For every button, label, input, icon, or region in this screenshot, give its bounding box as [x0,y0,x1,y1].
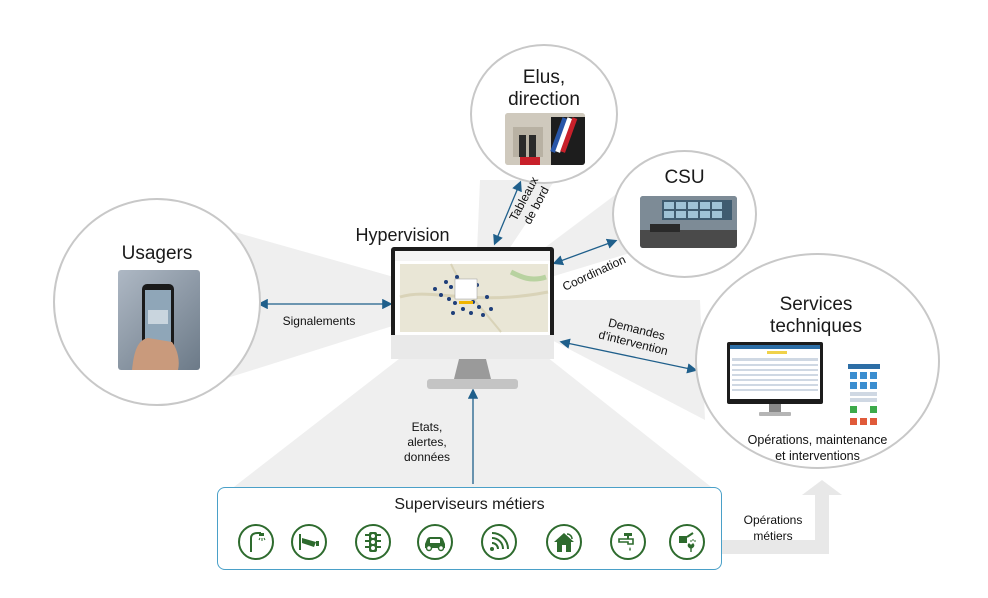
operations-metiers-label: Opérations métiers [733,512,813,544]
control-room-illustration [640,196,737,248]
arrow-services [559,338,698,374]
hand-phone-illustration [132,284,179,370]
wireless-signal-icon [481,524,517,560]
operations-metiers-label-line1: Opérations [743,513,803,527]
services-title-line2: techniques [770,316,862,337]
superviseurs-arrow-label-line1: Etats, [411,420,443,434]
services-monitor [727,342,823,418]
superviseurs-arrow-label-line3: données [403,450,451,464]
tablet-app-illustration [846,362,882,432]
csu-title: CSU [664,167,705,188]
hypervision-monitor [391,247,554,395]
superviseurs-arrow-label-line2: alertes, [407,435,447,449]
mairie-illustration [505,113,585,165]
superviseurs-arrow-label: Etats, alertes, données [392,420,462,465]
superviseurs-box: Superviseurs métiers [217,487,722,570]
elus-photo [505,113,585,165]
watering-can-icon [669,524,705,560]
monitor-table-illustration [727,342,823,416]
traffic-light-icon [355,524,391,560]
services-title-line1: Services [779,294,853,315]
operations-metiers-arrow [722,480,842,554]
operations-metiers-label-line2: métiers [753,529,793,543]
services-tablet [846,362,882,432]
car-icon [417,524,453,560]
street-light-icon [238,524,274,560]
smart-home-icon [546,524,582,560]
elus-title-line2: direction [508,89,580,110]
arrow-elus [493,180,522,246]
csu-photo [640,196,737,248]
services-caption-line1: Opérations, maintenance [747,433,888,447]
arrow-csu [552,238,618,266]
usagers-title: Usagers [121,243,193,264]
hypervision-title: Hypervision [355,225,450,245]
water-tap-icon [610,524,646,560]
hypervision-map-illustration [391,247,554,389]
services-caption: Opérations, maintenance et interventions [720,432,915,464]
elus-title-line1: Elus, [522,67,566,88]
elus-title: Elus, direction [470,67,618,111]
usagers-arrow-label: Signalements [282,314,356,328]
superviseurs-title: Superviseurs métiers [394,496,545,513]
cctv-camera-icon [291,524,327,560]
services-caption-line2: et interventions [775,449,860,463]
usagers-phone-photo [118,270,200,370]
services-title: Services techniques [710,294,922,338]
